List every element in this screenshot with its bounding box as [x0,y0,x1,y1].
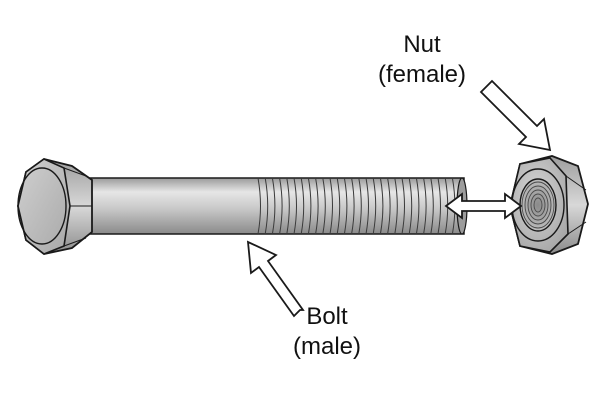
thread-line [315,177,319,235]
thread-line [286,177,290,235]
thread-line [372,177,377,235]
thread-line [351,177,355,235]
nut-label: Nut (female) [367,30,477,90]
nut-thread-ring [521,181,555,229]
thread-line [387,177,391,235]
thread-line [401,177,405,235]
thread-line [430,177,434,235]
nut-thread-ring [527,189,549,221]
thread-line [379,177,384,235]
bolt-label-line1: Bolt [306,303,348,330]
nut-threads [521,181,555,229]
thread-line [293,177,297,235]
bolt-shaft [83,177,468,235]
bolt-head [17,158,93,255]
thread-line [423,177,427,235]
nut-pointer-arrow [479,79,552,152]
thread-line [336,177,341,235]
thread-line [279,177,283,235]
bolt-pointer-arrow [246,240,305,318]
thread-line [343,177,348,235]
nut-label-line2: (female) [377,61,467,88]
bolt-threads [257,177,456,235]
thread-line [365,177,369,235]
thread-line [358,177,362,235]
thread-line [394,177,398,235]
thread-line [300,177,305,235]
thread-line [257,177,261,235]
thread-line [264,177,269,235]
thread-line [329,177,333,235]
thread-line [437,177,441,235]
nut-thread-ring [524,185,552,225]
bolt-label-line2: (male) [292,333,361,360]
thread-line [415,177,420,235]
nut-thread-ring [533,197,543,213]
thread-line [271,177,276,235]
nut-thread-ring [530,193,546,217]
nut [509,155,589,255]
thread-line [408,177,413,235]
connection-arrow [444,192,523,220]
nut-label-line1: Nut [403,31,441,58]
thread-line [322,177,326,235]
bolt-label: Bolt (male) [282,302,372,362]
thread-line [307,177,312,235]
